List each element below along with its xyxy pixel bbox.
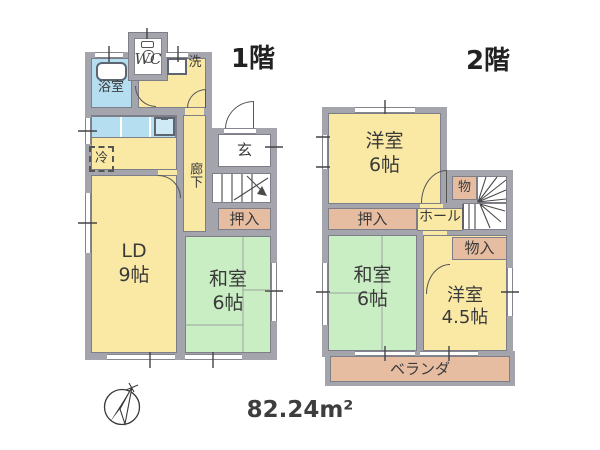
opening-corridor-wash — [185, 108, 204, 115]
window — [85, 118, 91, 144]
faucet-icon — [161, 117, 168, 120]
label-oshiire-2f: 押入 — [357, 209, 388, 228]
floor1-title: 1階 — [230, 43, 276, 74]
label-ld: LD 9帖 — [118, 240, 150, 286]
room-living-ld — [91, 175, 177, 353]
label-mono: 物 — [457, 179, 471, 195]
stairs-2f-upper — [477, 176, 507, 203]
window — [271, 263, 277, 321]
label-corridor: 廊下 — [187, 162, 203, 188]
opening-western6-hall — [420, 204, 443, 208]
window — [107, 354, 175, 360]
window — [355, 107, 415, 113]
label-monoire: 物入 — [464, 239, 495, 258]
counter-divider — [120, 117, 122, 137]
counter-divider — [149, 117, 151, 137]
label-western6: 洋室 6帖 — [365, 130, 404, 176]
washing-machine-icon — [167, 58, 187, 75]
label-wash: 洗 — [188, 54, 202, 70]
label-tatami-1f: 和室 6帖 — [208, 268, 247, 314]
front-door-arc — [225, 101, 254, 129]
stairs-1f — [212, 173, 271, 203]
label-entrance: 玄 — [236, 141, 252, 160]
front-door-gap — [224, 128, 256, 134]
total-area: 82.24m² — [246, 397, 354, 423]
fridge-box: 冷 — [89, 146, 114, 172]
room-western6 — [328, 113, 441, 204]
toilet-icon — [141, 41, 154, 48]
storage-mono — [452, 176, 477, 200]
room-corridor — [183, 115, 206, 232]
storage-monoire — [452, 237, 507, 260]
window — [507, 268, 513, 316]
compass-icon — [103, 382, 141, 427]
label-oshiire-1f: 押入 — [229, 209, 260, 228]
label-tatami-2f: 和室 6帖 — [353, 264, 392, 310]
window — [95, 52, 123, 58]
label-western45: 洋室 4.5帖 — [441, 284, 489, 329]
label-hall: ホール — [419, 209, 461, 226]
opening-hall-western45 — [423, 231, 447, 235]
window — [185, 354, 242, 360]
opening-kitchen-ld — [158, 170, 177, 175]
label-bath: 浴室 — [97, 79, 124, 95]
label-wc: WC — [134, 49, 162, 68]
stairs-2f-lower — [463, 203, 507, 230]
floor2-title: 2階 — [465, 45, 511, 76]
bathtub-icon — [96, 62, 127, 81]
window — [322, 263, 328, 325]
label-veranda: ベランダ — [389, 359, 450, 378]
